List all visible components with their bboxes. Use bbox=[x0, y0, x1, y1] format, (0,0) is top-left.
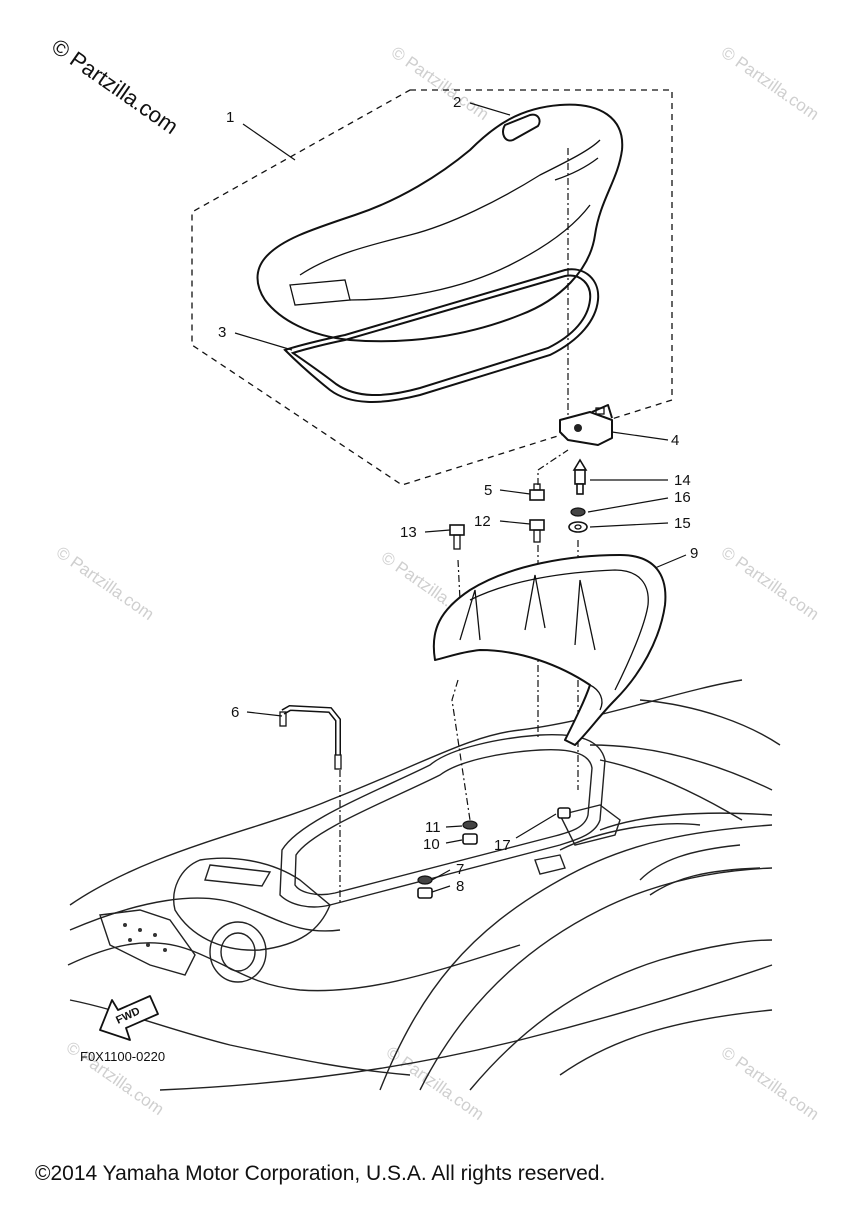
callout-7: 7 bbox=[456, 861, 464, 878]
seat[interactable] bbox=[256, 103, 624, 343]
callout-11: 11 bbox=[425, 819, 441, 836]
callout-2: 2 bbox=[453, 94, 461, 111]
callout-5: 5 bbox=[484, 482, 492, 499]
seat-grip[interactable] bbox=[502, 113, 541, 142]
callout-16: 16 bbox=[674, 489, 691, 506]
callout-9: 9 bbox=[690, 545, 698, 562]
bolt[interactable] bbox=[529, 519, 545, 543]
alignment-line bbox=[537, 449, 569, 485]
callout-10: 10 bbox=[423, 836, 440, 853]
callout-3: 3 bbox=[218, 324, 226, 341]
callout-6: 6 bbox=[231, 704, 239, 721]
watermark: © Partzilla.com bbox=[388, 43, 493, 124]
washer[interactable] bbox=[462, 820, 478, 830]
copyright-notice: ©2014 Yamaha Motor Corporation, U.S.A. A… bbox=[35, 1162, 605, 1185]
callout-8: 8 bbox=[456, 878, 464, 895]
bolt[interactable] bbox=[449, 524, 465, 550]
alignment-line bbox=[451, 679, 471, 821]
washer[interactable] bbox=[568, 521, 588, 533]
leader-lines bbox=[234, 102, 687, 893]
bolt[interactable] bbox=[529, 483, 545, 501]
callout-15: 15 bbox=[674, 515, 691, 532]
watermark: © Partzilla.com bbox=[718, 43, 823, 124]
handle-bar[interactable] bbox=[279, 704, 342, 770]
callout-14: 14 bbox=[674, 472, 691, 489]
watermark: © Partzilla.com bbox=[383, 1043, 488, 1124]
watermark: © Partzilla.com bbox=[718, 543, 823, 624]
callout-17: 17 bbox=[494, 837, 511, 854]
nut[interactable] bbox=[462, 833, 478, 845]
hull-deck bbox=[67, 679, 781, 1091]
watermark: © Partzilla.com bbox=[718, 1043, 823, 1124]
callout-12: 12 bbox=[474, 513, 491, 530]
washer[interactable] bbox=[570, 507, 586, 517]
callout-4: 4 bbox=[671, 432, 679, 449]
forward-direction-arrow: FWD bbox=[99, 995, 159, 1041]
washer[interactable] bbox=[417, 875, 433, 885]
diagram-code: F0X1100-0220 bbox=[80, 1049, 165, 1064]
nut[interactable] bbox=[557, 807, 571, 819]
nut[interactable] bbox=[417, 887, 433, 899]
callout-13: 13 bbox=[400, 524, 417, 541]
seat-bracket[interactable] bbox=[559, 404, 613, 446]
watermark: © Partzilla.com bbox=[53, 543, 158, 624]
seat-lock-pin[interactable] bbox=[572, 458, 588, 495]
callout-1: 1 bbox=[226, 109, 234, 126]
callout-labels: 1 2 3 4 5 6 7 8 9 10 11 12 13 14 15 16 1… bbox=[218, 94, 698, 895]
seat-frame[interactable] bbox=[432, 554, 667, 746]
seat-seal[interactable] bbox=[283, 268, 600, 403]
partzilla-watermark: © Partzilla.com bbox=[47, 34, 183, 140]
